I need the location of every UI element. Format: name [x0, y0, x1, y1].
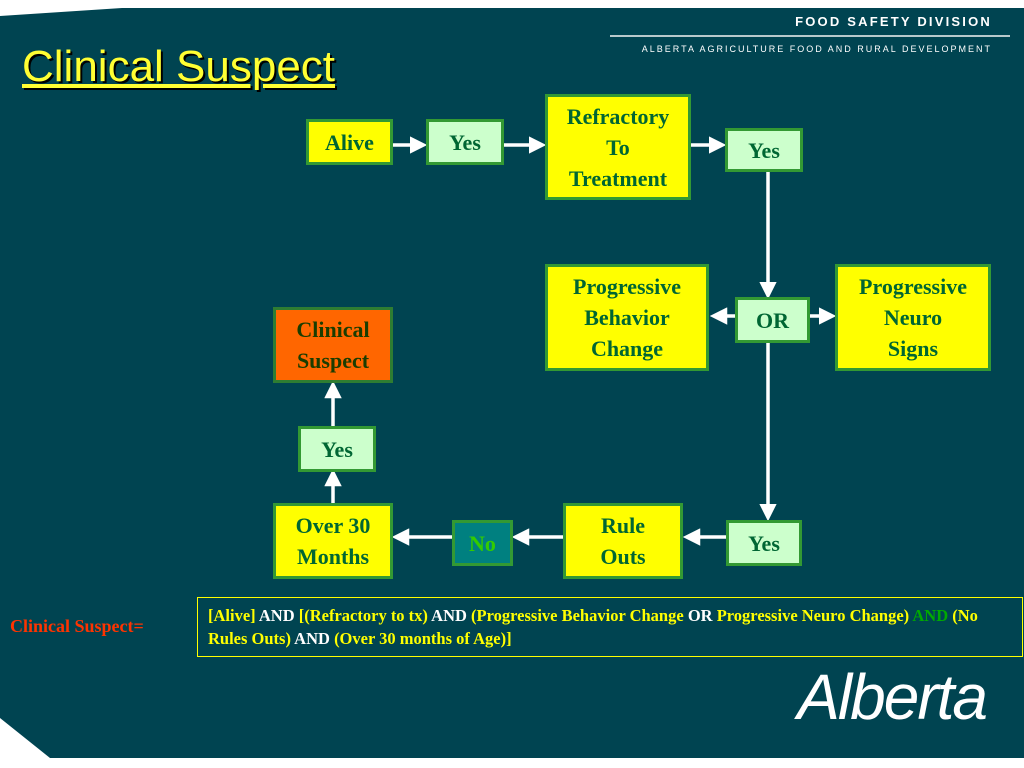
department-label: ALBERTA AGRICULTURE FOOD AND RURAL DEVEL…	[641, 44, 992, 54]
formula-and-1: AND	[255, 606, 299, 625]
formula-over-30: (Over 30 months of Age)]	[334, 629, 512, 648]
node-progressive-neuro-signs: Progressive Neuro Signs	[835, 264, 991, 371]
node-rule-outs: Rule Outs	[563, 503, 683, 579]
formula-label: Clinical Suspect=	[10, 616, 144, 636]
header-divider	[610, 35, 1010, 37]
node-clinical-suspect: Clinical Suspect	[273, 307, 393, 383]
node-or: OR	[735, 297, 810, 343]
node-yes-refractory: Yes	[725, 128, 803, 172]
formula-definition: [Alive] AND [(Refractory to tx) AND (Pro…	[197, 597, 1023, 657]
node-yes-or: Yes	[726, 520, 802, 566]
formula-neuro: Progressive Neuro Change)	[716, 606, 910, 625]
alberta-logo: Alberta	[797, 661, 988, 733]
node-progressive-behavior-change: Progressive Behavior Change	[545, 264, 709, 371]
page-title: Clinical Suspect	[22, 42, 336, 91]
node-yes-alive: Yes	[426, 119, 504, 165]
formula-no-rule-outs: (No Rules Outs)	[208, 606, 978, 648]
node-no: No	[452, 520, 513, 566]
division-label: FOOD SAFETY DIVISION	[795, 14, 992, 29]
formula-behavior: (Progressive Behavior Change	[471, 606, 684, 625]
formula-refractory: [(Refractory to tx)	[298, 606, 428, 625]
node-over-30-months: Over 30 Months	[273, 503, 393, 579]
node-refractory-to-treatment: Refractory To Treatment	[545, 94, 691, 200]
formula-alive: [Alive]	[208, 606, 256, 625]
formula-or: OR	[683, 606, 717, 625]
formula-and-4: AND	[290, 629, 335, 648]
node-alive: Alive	[306, 119, 393, 165]
formula-and-3: AND	[909, 606, 953, 625]
formula-and-2: AND	[427, 606, 472, 625]
slide-background	[0, 8, 1024, 758]
node-yes-over30: Yes	[298, 426, 376, 472]
